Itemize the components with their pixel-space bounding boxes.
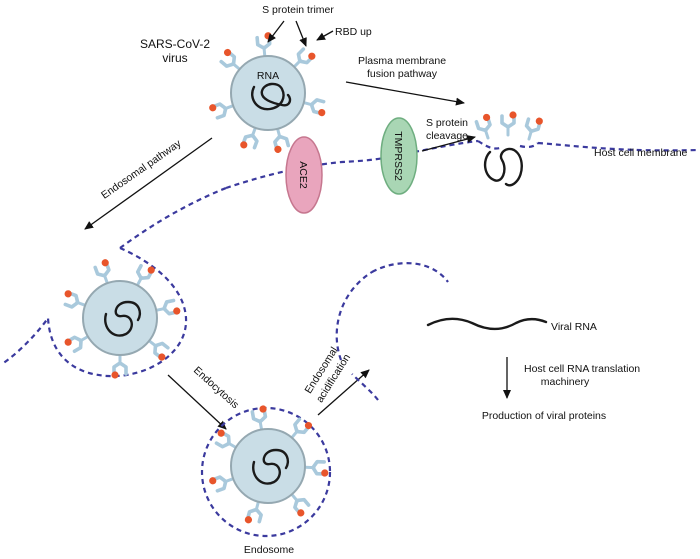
endosome-virion — [206, 403, 331, 528]
translation-line2: machinery — [541, 376, 590, 388]
plasma-pathway-line1: Plasma membrane — [358, 55, 446, 67]
fused-membrane-spikes — [473, 109, 546, 150]
s-cleavage-line2: cleavage — [426, 130, 468, 142]
rbd-up-label: RBD up — [335, 26, 372, 38]
viral-rna-strand — [426, 317, 548, 331]
engulfed-virion — [59, 256, 183, 381]
s-protein-trimer-label: S protein trimer — [262, 4, 334, 16]
s-cleavage-arrow — [421, 135, 476, 152]
rbd-up-arrow — [316, 30, 334, 41]
host-cell-membrane-left — [119, 186, 227, 249]
tmprss2-label: TMPRSS2 — [392, 131, 404, 181]
endocytosis-arrow — [167, 374, 227, 430]
tmprss2-protease: TMPRSS2 — [380, 117, 418, 195]
trimer-arrow-right — [295, 20, 307, 47]
plasma-pathway-arrow — [345, 81, 465, 106]
released-rna — [483, 147, 523, 187]
membrane-invagination — [1, 246, 188, 378]
endosomal-pathway-label: Endosomal pathway — [99, 137, 184, 201]
translation-line1: Host cell RNA translation — [524, 363, 640, 375]
ace2-label: ACE2 — [297, 161, 309, 189]
virus-label-line1: SARS-CoV-2 — [140, 37, 210, 51]
virus-label-line2: virus — [162, 51, 187, 65]
host-cell-membrane-label: Host cell membrane — [594, 147, 688, 159]
endosome-label: Endosome — [244, 544, 294, 556]
host-cell-membrane-right — [413, 139, 699, 154]
sars-cov-2-virion — [206, 30, 330, 156]
acidification-arrow — [317, 369, 370, 416]
disrupted-endosome — [335, 262, 449, 401]
s-cleavage-line1: S protein — [426, 117, 468, 129]
production-label: Production of viral proteins — [482, 410, 606, 422]
endosomal-pathway-arrow — [84, 137, 213, 230]
ace2-receptor: ACE2 — [285, 136, 323, 214]
rna-label: RNA — [257, 70, 279, 82]
trimer-arrow-left — [267, 20, 285, 43]
viral-rna-label: Viral RNA — [551, 321, 597, 333]
host-cell-membrane — [225, 156, 385, 190]
plasma-pathway-line2: fusion pathway — [367, 68, 438, 80]
